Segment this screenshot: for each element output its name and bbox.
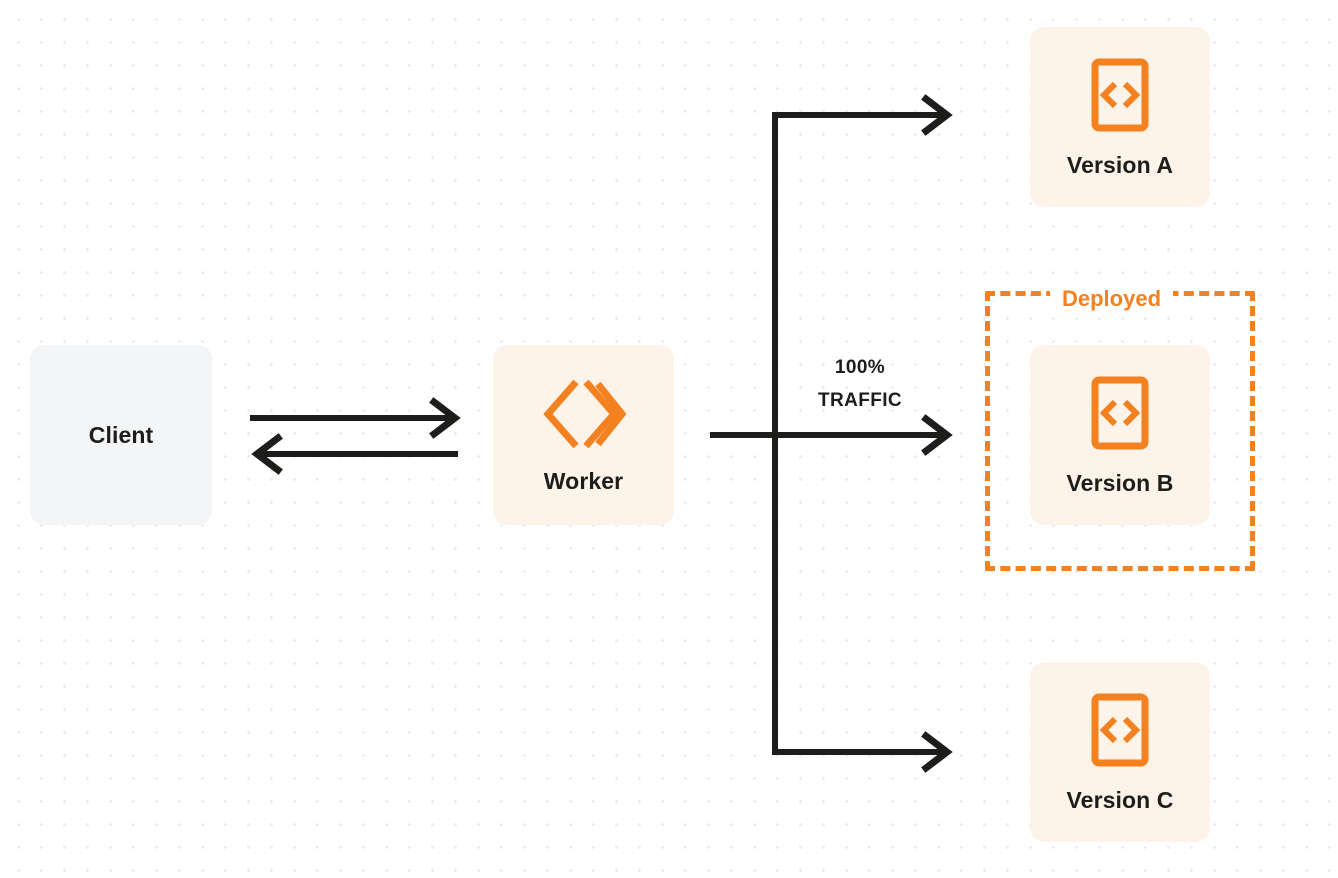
deployed-region-label: Deployed: [1050, 285, 1174, 313]
node-worker-label: Worker: [543, 467, 624, 494]
connector-worker-to-version-c: [772, 731, 953, 773]
connector-client-to-worker: [250, 397, 461, 439]
node-version-b-label: Version B: [1066, 469, 1174, 496]
cloudflare-workers-logo-icon: [542, 378, 626, 450]
connector-worker-to-version-b: [921, 414, 953, 456]
node-version-c-label: Version C: [1066, 786, 1174, 813]
traffic-word: TRAFFIC: [817, 390, 903, 411]
code-brackets-icon: [1091, 693, 1149, 767]
node-client[interactable]: Client: [30, 345, 212, 525]
node-version-a-label: Version A: [1066, 151, 1174, 178]
traffic-label: 100% TRAFFIC: [780, 351, 940, 417]
code-brackets-icon: [1091, 58, 1149, 132]
node-version-a[interactable]: Version A: [1030, 27, 1210, 207]
node-version-b[interactable]: Version B: [1030, 345, 1210, 525]
connector-trunk: [710, 115, 944, 752]
node-client-label: Client: [88, 421, 154, 448]
traffic-percent: 100%: [834, 357, 886, 378]
code-brackets-icon: [1091, 376, 1149, 450]
connector-worker-to-client: [251, 433, 458, 475]
node-version-c[interactable]: Version C: [1030, 662, 1210, 842]
node-worker[interactable]: Worker: [493, 345, 674, 525]
connector-worker-to-version-a: [772, 94, 953, 136]
